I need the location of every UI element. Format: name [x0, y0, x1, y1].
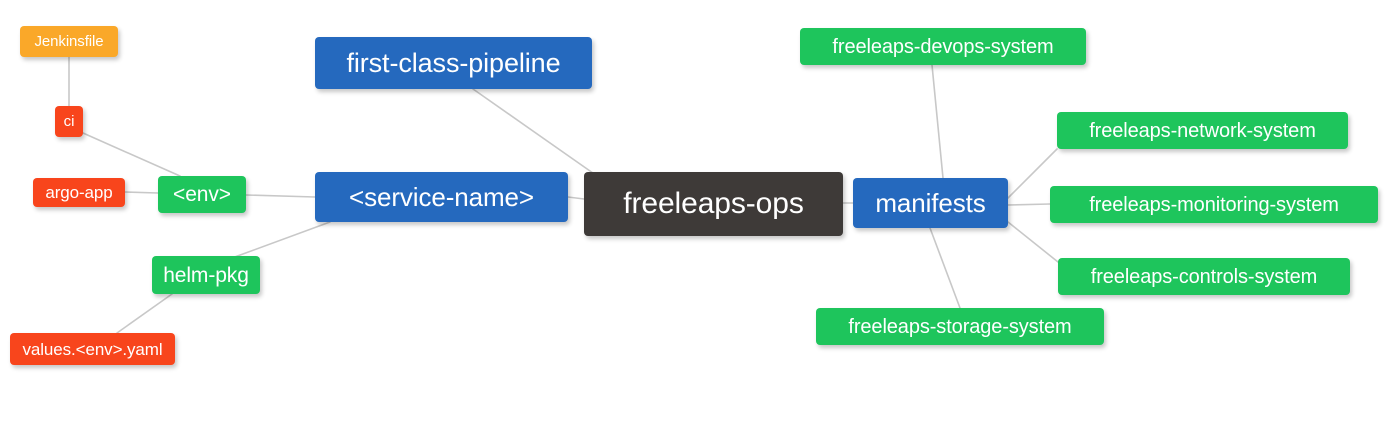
node-freeleaps-controls-system[interactable]: freeleaps-controls-system [1058, 258, 1350, 295]
node-label: freeleaps-network-system [1089, 119, 1316, 142]
edge-env-to-argo-app [124, 191, 159, 194]
edge-env-to-ci [82, 132, 181, 177]
edge-freeleaps-ops-to-service-name [567, 196, 585, 200]
node-label: <service-name> [348, 182, 535, 212]
node-freeleaps-monitoring-system[interactable]: freeleaps-monitoring-system [1050, 186, 1378, 223]
node-label: freeleaps-controls-system [1090, 265, 1318, 288]
edge-manifests-to-freeleaps-monitoring-system [1007, 203, 1051, 206]
edge-manifests-to-freeleaps-devops-system [931, 64, 944, 179]
edge-freeleaps-ops-to-first-class-pipeline [472, 88, 601, 179]
node-helm-pkg[interactable]: helm-pkg [152, 256, 260, 294]
node-label: freeleaps-monitoring-system [1089, 193, 1339, 216]
edge-manifests-to-freeleaps-controls-system [1007, 221, 1059, 263]
edge-service-name-to-helm-pkg [231, 221, 331, 259]
edge-service-name-to-env [245, 194, 316, 198]
node-label: manifests [875, 188, 986, 218]
node-values-env-yaml[interactable]: values.<env>.yaml [10, 333, 175, 365]
node-label: first-class-pipeline [346, 47, 561, 78]
node-ci[interactable]: ci [55, 106, 83, 137]
node-argo-app[interactable]: argo-app [33, 178, 125, 207]
node-freeleaps-ops[interactable]: freeleaps-ops [584, 172, 843, 236]
node-freeleaps-network-system[interactable]: freeleaps-network-system [1057, 112, 1348, 149]
node-first-class-pipeline[interactable]: first-class-pipeline [315, 37, 592, 89]
node-env[interactable]: <env> [158, 176, 246, 213]
node-freeleaps-devops-system[interactable]: freeleaps-devops-system [800, 28, 1086, 65]
node-label: freeleaps-ops [623, 187, 804, 220]
node-label: ci [63, 113, 75, 130]
node-label: freeleaps-devops-system [832, 35, 1054, 58]
node-label: helm-pkg [163, 263, 249, 287]
node-label: Jenkinsfile [34, 33, 104, 50]
node-label: values.<env>.yaml [22, 339, 163, 359]
edge-helm-pkg-to-values-env-yaml [116, 293, 173, 334]
node-label: freeleaps-storage-system [848, 315, 1072, 338]
edge-manifests-to-freeleaps-storage-system [929, 227, 961, 309]
node-label: <env> [173, 183, 231, 206]
node-jenkinsfile[interactable]: Jenkinsfile [20, 26, 118, 57]
node-service-name[interactable]: <service-name> [315, 172, 568, 222]
node-manifests[interactable]: manifests [853, 178, 1008, 228]
node-label: argo-app [45, 183, 113, 202]
node-freeleaps-storage-system[interactable]: freeleaps-storage-system [816, 308, 1104, 345]
